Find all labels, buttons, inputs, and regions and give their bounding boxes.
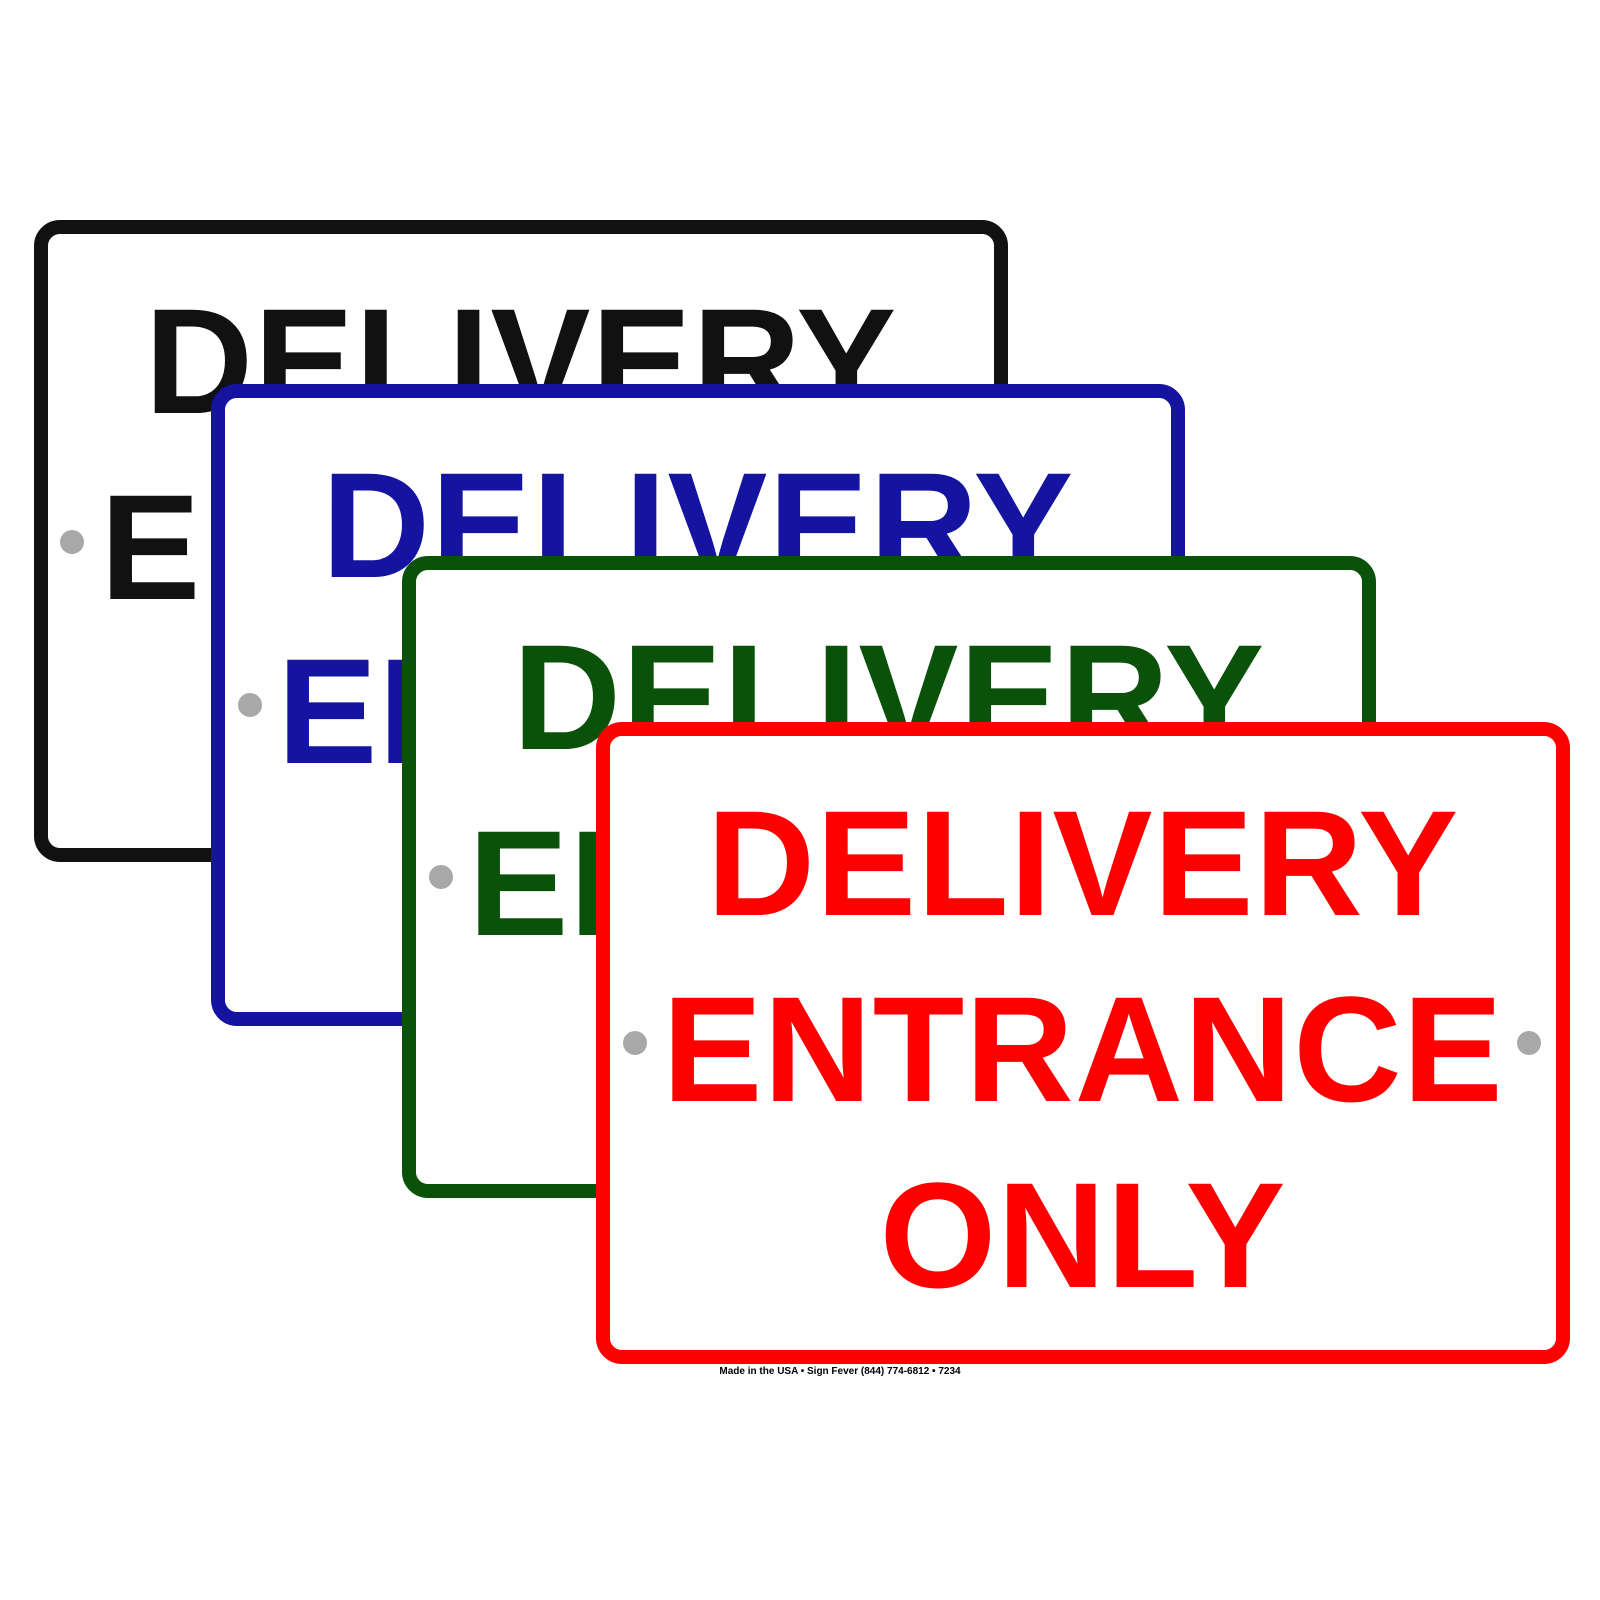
mounting-hole-icon (1517, 1031, 1541, 1055)
footer-text: Made in the USA • Sign Fever (844) 774-6… (719, 1366, 961, 1377)
sign-red-line1: DELIVERY (706, 779, 1460, 947)
mounting-hole-icon (238, 693, 262, 717)
mounting-hole-icon (60, 530, 84, 554)
sign-red: DELIVERY ENTRANCE ONLY (596, 722, 1570, 1364)
mounting-hole-icon (429, 865, 453, 889)
sign-red-line3: ONLY (879, 1151, 1287, 1319)
mounting-hole-icon (623, 1031, 647, 1055)
manufacturer-footer: Made in the USA • Sign Fever (844) 774-6… (0, 1366, 1600, 1377)
sign-red-line2: ENTRANCE (662, 965, 1504, 1133)
